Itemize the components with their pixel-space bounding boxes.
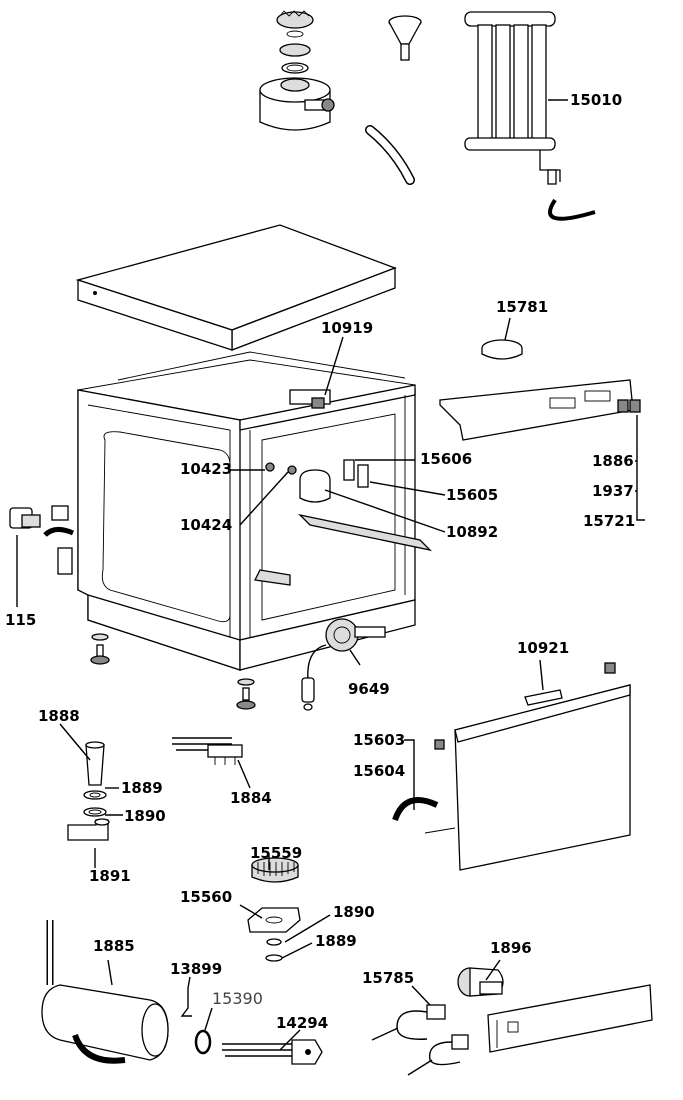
label-10892: 10892 <box>446 523 498 541</box>
washer-1889 <box>83 790 107 800</box>
washer-1890 <box>83 807 107 817</box>
heating-element-14294 <box>222 1039 323 1065</box>
label-15781: 15781 <box>496 298 548 316</box>
boiler-1885 <box>41 920 169 1064</box>
motor-1896 <box>457 967 504 997</box>
pump-9649 <box>301 618 386 703</box>
switch-15606-15605 <box>343 459 369 488</box>
label-15605: 15605 <box>446 486 498 504</box>
door-panel <box>434 662 631 871</box>
label-10921: 10921 <box>517 639 569 657</box>
label-115: 115 <box>5 611 36 629</box>
gasket-15560 <box>247 907 301 933</box>
leader-lines <box>16 99 645 1051</box>
label-15721: 15721 <box>583 512 635 530</box>
label-10919: 10919 <box>321 319 373 337</box>
label-15604: 15604 <box>353 762 405 780</box>
top-panel <box>75 224 397 351</box>
label-1891: 1891 <box>89 867 131 885</box>
label-1888: 1888 <box>38 707 80 725</box>
label-1937: 1937 <box>592 482 634 500</box>
door-hinge-15603-15604 <box>392 797 456 834</box>
hose-top <box>365 125 415 185</box>
control-part-10423-10424 <box>265 462 331 503</box>
switch-15785 <box>371 1004 469 1076</box>
valve-10919 <box>289 389 331 409</box>
ring-15781 <box>481 339 523 360</box>
elbow-1891 <box>67 818 110 841</box>
cabinet-body <box>77 351 432 671</box>
filter-15559 <box>251 857 299 883</box>
salt-container-assembly <box>259 10 335 131</box>
washers-1890-1889 <box>265 938 283 962</box>
inlet-valve-115 <box>9 505 75 575</box>
kickplate-panel <box>487 984 653 1053</box>
side-bracket <box>439 379 641 441</box>
label-15785: 15785 <box>362 969 414 987</box>
label-1890-lower: 1890 <box>333 903 375 921</box>
part-labels: 15010 15781 10919 15606 10423 15605 1042… <box>5 91 635 1032</box>
label-15390: 15390 <box>212 989 263 1008</box>
feet <box>90 633 313 711</box>
label-13899: 13899 <box>170 960 222 978</box>
label-1890-upper: 1890 <box>124 807 166 825</box>
label-1884: 1884 <box>230 789 272 807</box>
heater-1884 <box>172 737 243 765</box>
label-1889-lower: 1889 <box>315 932 357 950</box>
label-1885: 1885 <box>93 937 135 955</box>
clip-13899 <box>180 988 192 1017</box>
label-1886: 1886 <box>592 452 634 470</box>
water-softener-15010 <box>464 11 596 221</box>
label-9649: 9649 <box>348 680 390 698</box>
label-15010: 15010 <box>570 91 622 109</box>
label-14294: 14294 <box>276 1014 328 1032</box>
tube-1888 <box>85 741 105 786</box>
funnel <box>388 15 422 61</box>
o-ring-15390 <box>194 1029 212 1055</box>
label-15606: 15606 <box>420 450 472 468</box>
label-15559: 15559 <box>250 844 302 862</box>
label-1889-upper: 1889 <box>121 779 163 797</box>
label-1896: 1896 <box>490 939 532 957</box>
label-15603: 15603 <box>353 731 405 749</box>
label-15560: 15560 <box>180 888 232 906</box>
label-10423: 10423 <box>180 460 232 478</box>
label-10424: 10424 <box>180 516 232 534</box>
